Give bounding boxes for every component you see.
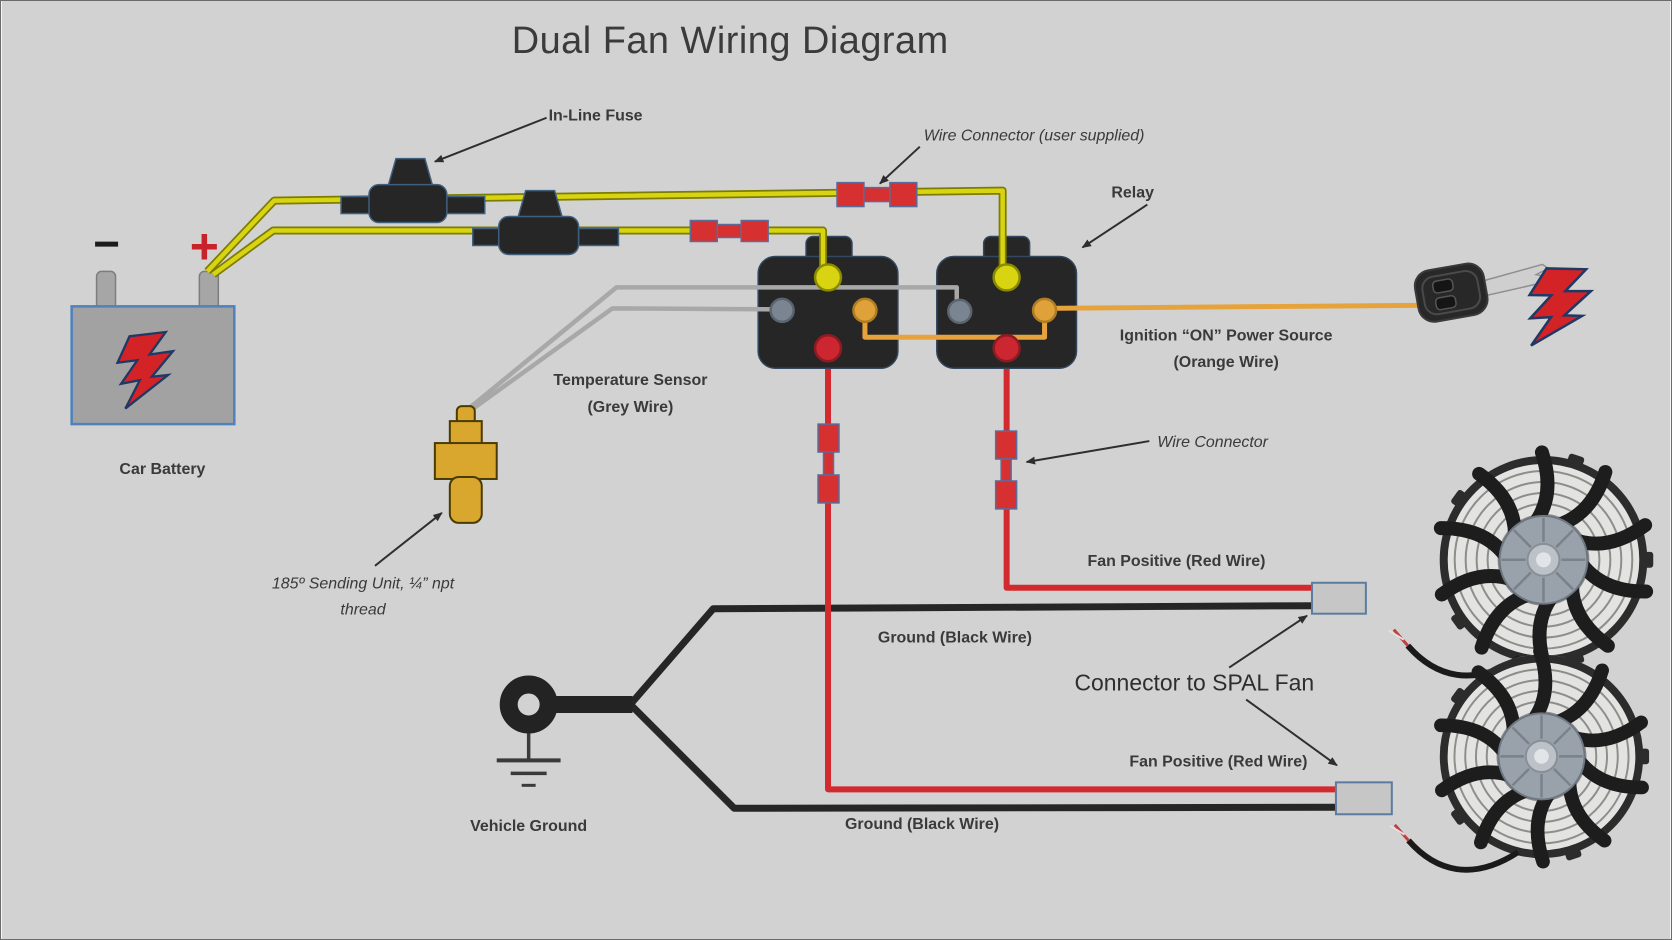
relay-terminals (769, 263, 1058, 363)
grey-wire-to-relay2 (465, 285, 959, 412)
ground-wire-bottom (626, 701, 1338, 812)
label-relay: Relay (1111, 185, 1154, 202)
label-wire-connector-user: Wire Connector (user supplied) (924, 128, 1145, 145)
label-inline-fuse: In-Line Fuse (549, 108, 643, 125)
temperature-sensor-wiring (465, 285, 959, 415)
leader-arrows (374, 116, 1338, 767)
battery-negative-post (95, 270, 117, 311)
label-temp-sensor-line1: Temperature Sensor (553, 372, 707, 389)
label-ground-bottom: Ground (Black Wire) (845, 816, 999, 833)
label-fan-positive-bottom: Fan Positive (Red Wire) (1129, 753, 1307, 770)
spal-fan-connector-bottom (1334, 781, 1393, 816)
ground-wiring (496, 602, 1338, 812)
label-sending-unit-line1: 185º Sending Unit, ¼” npt (272, 576, 455, 593)
page-title: Dual Fan Wiring Diagram (512, 20, 949, 62)
label-ground-top: Ground (Black Wire) (878, 630, 1032, 647)
ignition-key-icon (1413, 262, 1550, 323)
label-temp-sensor-line2: (Grey Wire) (588, 399, 674, 416)
label-wire-connector: Wire Connector (1157, 434, 1268, 451)
orange-wire-to-key (1044, 302, 1423, 311)
ground-symbol-icon (496, 733, 561, 787)
relay2-ignition-terminal (1031, 297, 1058, 324)
relay2-power-terminal (992, 263, 1021, 292)
wire-connector-vertical-right (994, 430, 1018, 510)
label-fan-positive-top: Fan Positive (Red Wire) (1087, 553, 1265, 570)
arrow-inline-fuse (433, 116, 547, 163)
label-connector-spal: Connector to SPAL Fan (1074, 670, 1314, 696)
relay-1 (757, 235, 899, 369)
ring-terminal-icon (499, 675, 558, 734)
label-ignition-line1: Ignition “ON” Power Source (1120, 327, 1333, 344)
inline-fuse-1 (340, 157, 486, 224)
arrow-relay (1081, 203, 1148, 249)
wire-connector-vertical-left (817, 423, 840, 504)
label-sending-unit-line2: thread (340, 602, 386, 619)
battery-minus-sign: − (93, 217, 120, 269)
arrow-spal-connector-bottom (1245, 698, 1338, 767)
arrow-wire-connector-user (879, 145, 921, 185)
red-wire-relay2-to-fan1 (1003, 348, 1314, 591)
grey-wire-to-relay1 (465, 306, 777, 415)
temperature-sending-unit (433, 405, 498, 524)
arrow-sending-unit (374, 512, 443, 567)
ground-wire-top (626, 602, 1314, 708)
relay2-fan-terminal (992, 334, 1021, 363)
relay1-power-terminal (813, 263, 843, 292)
arrow-spal-connector-top (1228, 614, 1308, 669)
inline-fuse-2 (472, 189, 620, 256)
wire-connector-user-supplied-bottom (689, 219, 769, 243)
relay1-sensor-terminal (769, 297, 795, 324)
battery-body (70, 305, 236, 426)
label-ignition-line2: (Orange Wire) (1173, 354, 1278, 371)
relay1-ignition-terminal (852, 297, 878, 324)
wire-connector-user-supplied-top (836, 181, 918, 208)
relay1-fan-terminal (813, 334, 843, 363)
car-battery (70, 270, 236, 426)
label-car-battery: Car Battery (119, 461, 205, 478)
arrow-wire-connector (1025, 440, 1150, 465)
yellow-wire-top (205, 188, 1005, 273)
relay2-sensor-terminal (947, 298, 973, 325)
spal-fan-connector-top (1310, 581, 1367, 615)
label-vehicle-ground: Vehicle Ground (470, 818, 587, 835)
